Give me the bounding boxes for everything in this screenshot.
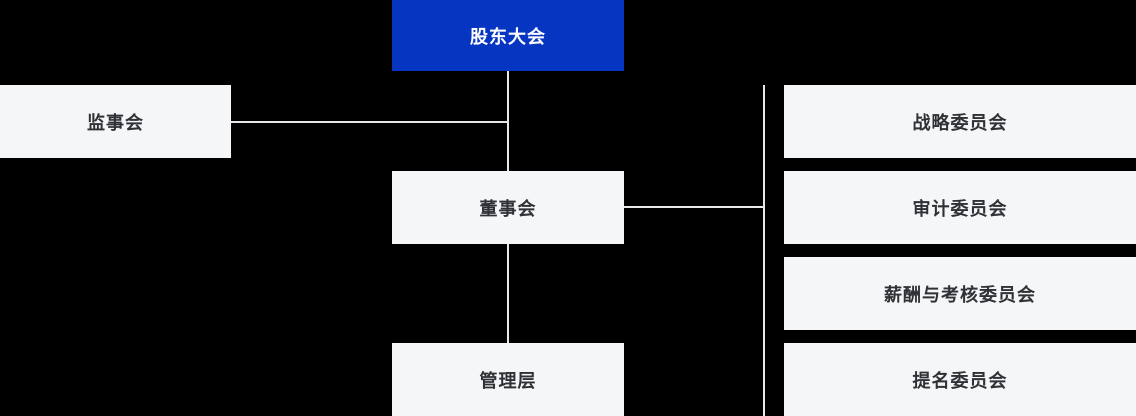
node-audit-committee-label: 审计委员会	[912, 198, 1008, 219]
connector-shareholders-board	[507, 71, 509, 171]
connector-supervisory-spine	[231, 121, 508, 123]
node-nomination-committee-label: 提名委员会	[912, 370, 1008, 391]
node-audit-committee: 审计委员会	[784, 171, 1136, 244]
node-board-of-directors: 董事会	[392, 171, 624, 244]
connector-board-committees	[624, 206, 764, 208]
node-strategy-committee: 战略委员会	[784, 85, 1136, 158]
node-supervisory-board-label: 监事会	[87, 112, 144, 133]
node-compensation-appraisal-committee-label: 薪酬与考核委员会	[884, 284, 1036, 305]
node-compensation-appraisal-committee: 薪酬与考核委员会	[784, 257, 1136, 330]
connector-committees-spine	[763, 85, 765, 416]
node-nomination-committee: 提名委员会	[784, 343, 1136, 416]
node-shareholders-meeting: 股东大会	[392, 0, 624, 71]
node-management-label: 管理层	[479, 370, 537, 391]
node-supervisory-board: 监事会	[0, 85, 231, 158]
node-shareholders-meeting-label: 股东大会	[470, 26, 546, 47]
node-management: 管理层	[392, 343, 624, 416]
connector-board-management	[507, 244, 509, 343]
node-board-of-directors-label: 董事会	[479, 198, 537, 219]
node-strategy-committee-label: 战略委员会	[912, 112, 1008, 133]
